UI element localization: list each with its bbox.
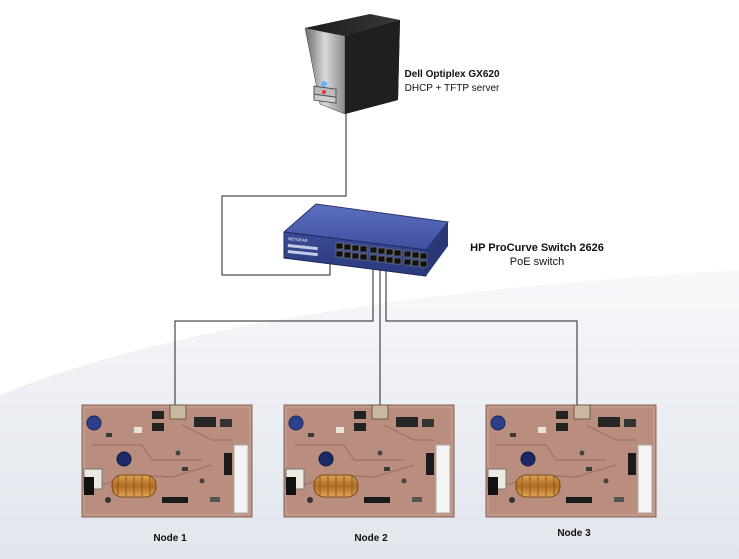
server-label: Dell Optiplex GX620 DHCP + TFTP server <box>392 68 512 96</box>
switch-label: HP ProCurve Switch 2626 PoE switch <box>462 241 612 269</box>
switch-name: HP ProCurve Switch 2626 <box>470 242 604 254</box>
network-links <box>174 114 578 405</box>
node1-board <box>81 404 253 518</box>
switch-icon: NETGEAR <box>282 203 449 277</box>
switch-role: PoE switch <box>509 256 565 268</box>
node2-board <box>283 404 455 518</box>
link-switch-node1 <box>174 263 374 405</box>
node2-label: Node 2 <box>354 533 388 544</box>
server-icon <box>304 14 400 115</box>
link-switch-node3 <box>385 263 578 405</box>
switch-brand-label: NETGEAR <box>288 236 308 243</box>
node3-label: Node 3 <box>557 528 591 539</box>
node3-board <box>485 404 657 518</box>
server-role: DHCP + TFTP server <box>404 83 500 94</box>
server-name: Dell Optiplex GX620 <box>404 69 500 80</box>
node1-label: Node 1 <box>153 533 187 544</box>
link-server-switch <box>221 114 347 276</box>
